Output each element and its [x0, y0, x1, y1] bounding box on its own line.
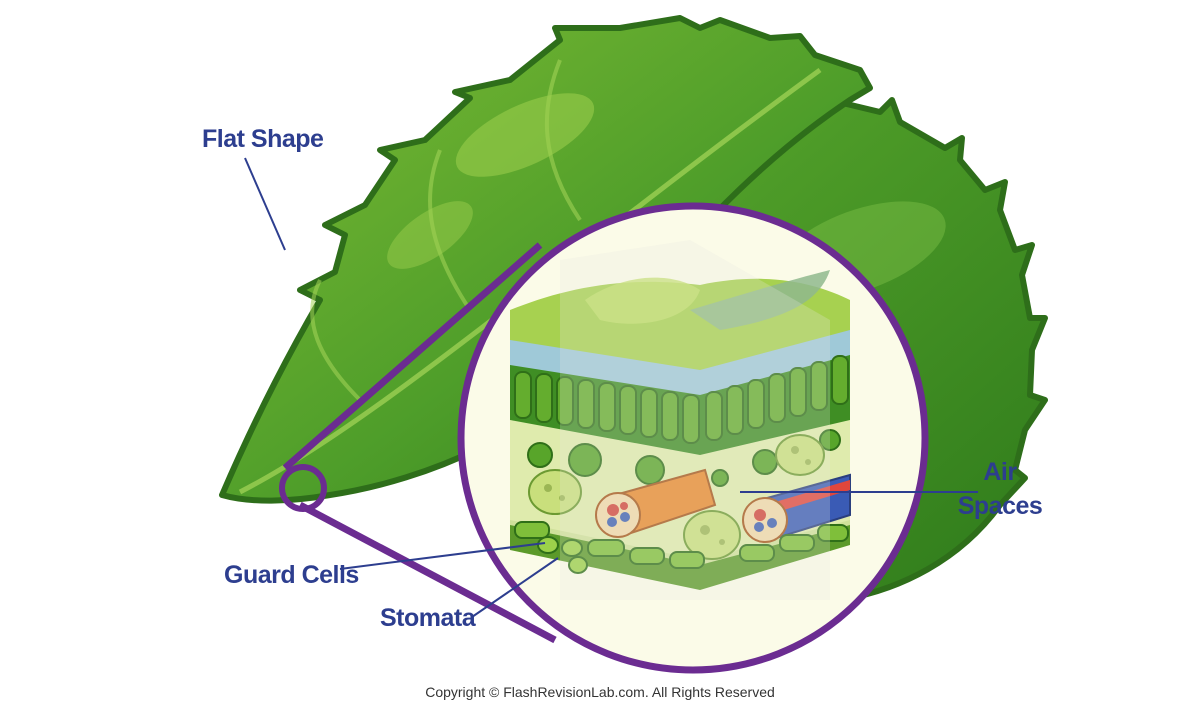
air-spaces-label: Air Spaces [950, 455, 1050, 523]
magnifier-lens [461, 206, 925, 670]
pointer-flat-shape [245, 158, 285, 250]
guard-cells-label: Guard Cells [224, 560, 359, 590]
air-spaces-label-line2: Spaces [950, 489, 1050, 523]
stomata-label: Stomata [380, 603, 475, 633]
copyright-footer: Copyright © FlashRevisionLab.com. All Ri… [0, 684, 1200, 700]
air-spaces-label-line1: Air [950, 455, 1050, 489]
flat-shape-label: Flat Shape [202, 124, 323, 154]
